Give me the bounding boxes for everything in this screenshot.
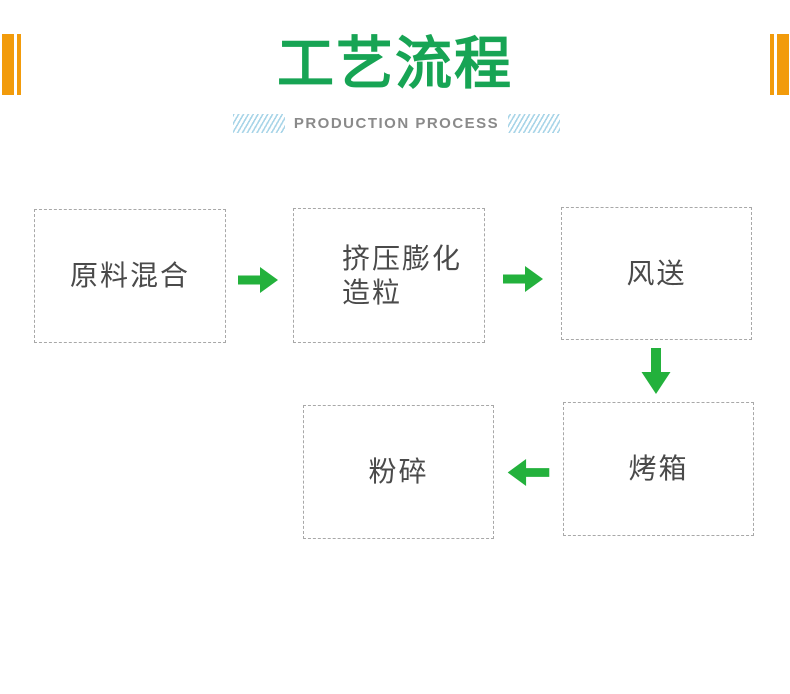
arrow-right-icon [503, 265, 543, 293]
accent-bar-right-thin [770, 34, 774, 95]
subtitle-hatch-band: PRODUCTION PROCESS [233, 113, 560, 134]
flow-step-oven: 烤箱 [563, 402, 754, 536]
flow-step-label: 挤压膨化 造粒 [342, 242, 463, 308]
arrow-down-icon [641, 348, 671, 394]
accent-bar-left-wide [2, 34, 14, 95]
accent-bar-right-wide [777, 34, 789, 95]
accent-bar-left-thin [17, 34, 21, 95]
flow-step-label: 原料混合 [69, 260, 190, 291]
flow-step-label: 烤箱 [628, 453, 689, 484]
page-title: 工艺流程 [277, 32, 513, 96]
flow-step-label: 粉碎 [368, 456, 429, 487]
flow-step-raw-material-mixing: 原料混合 [34, 209, 226, 343]
flow-step-extrusion-granulation: 挤压膨化 造粒 [293, 208, 485, 343]
flow-step-label: 风送 [626, 257, 687, 289]
flow-step-crushing: 粉碎 [303, 405, 494, 539]
flow-step-air-conveying: 风送 [561, 207, 752, 340]
arrow-left-icon [507, 458, 550, 487]
page-subtitle: PRODUCTION PROCESS [284, 113, 509, 134]
arrow-right-icon [238, 266, 278, 294]
